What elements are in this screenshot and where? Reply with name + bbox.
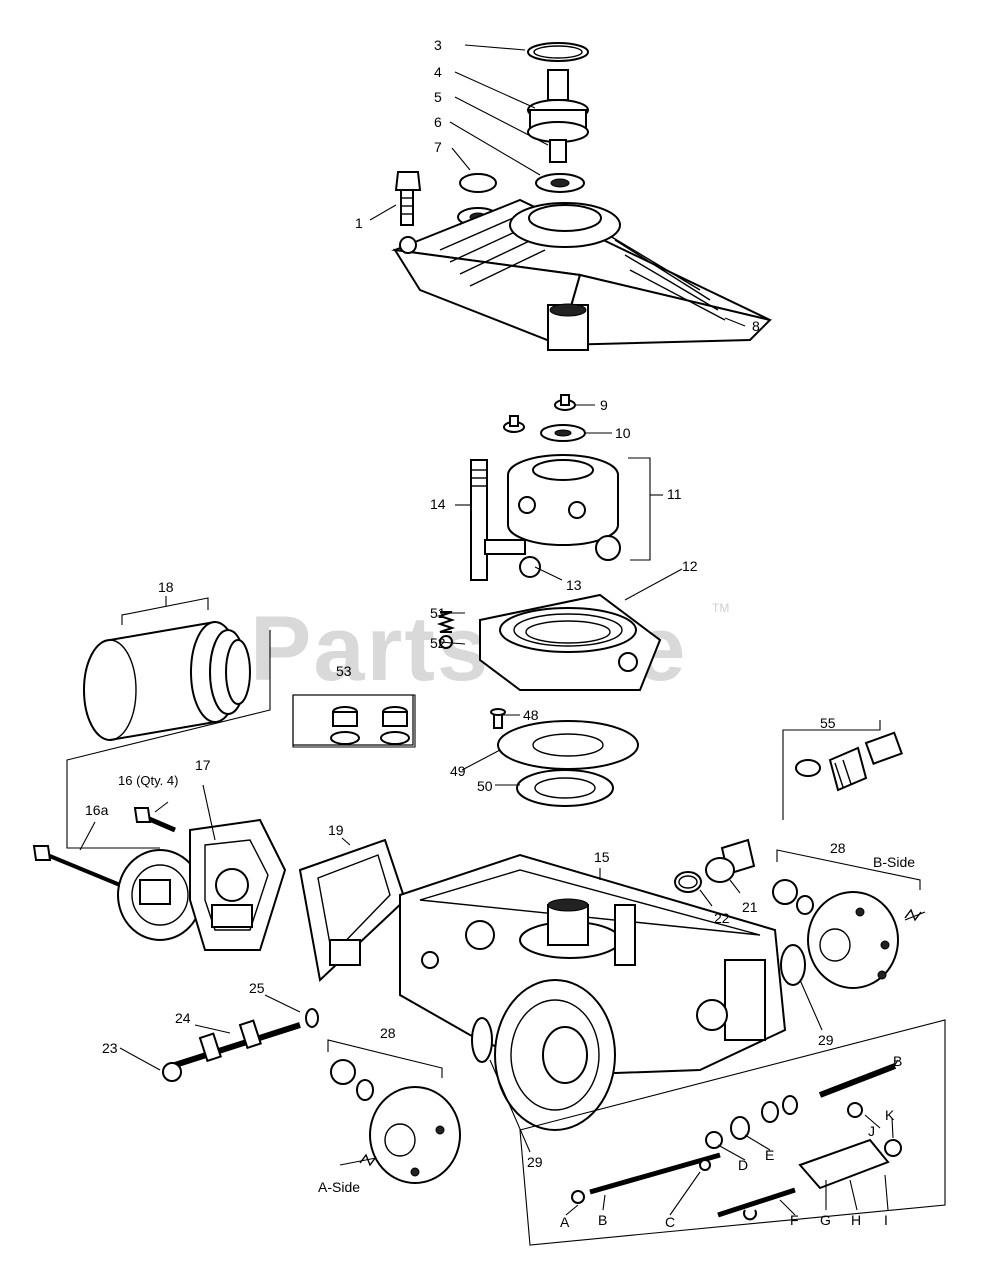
callout-55: 55 <box>820 715 836 731</box>
retaining-ring-part <box>527 42 589 62</box>
thrust-bearing-part <box>516 769 614 807</box>
callout-48: 48 <box>523 707 539 723</box>
watermark-tm: TM <box>712 601 729 615</box>
callout-52: 52 <box>430 635 446 651</box>
callout-K: K <box>885 1107 895 1123</box>
trunnion-arm-part <box>470 459 541 581</box>
check-valve-part <box>330 706 410 745</box>
screw-part <box>503 394 576 433</box>
oil-filter-part <box>83 621 251 741</box>
callout-23: 23 <box>102 1040 118 1056</box>
callout-25: 25 <box>249 980 265 996</box>
callout-53: 53 <box>336 663 352 679</box>
o-ring-part <box>674 871 702 893</box>
callout-22: 22 <box>714 910 730 926</box>
callout-7: 7 <box>434 139 442 155</box>
bolt-short-part <box>133 807 176 833</box>
callout-28-b: 28 <box>830 840 846 856</box>
callout-17: 17 <box>195 757 211 773</box>
callout-5: 5 <box>434 89 442 105</box>
callout-F: F <box>790 1212 799 1228</box>
bypass-rod-part <box>162 1008 319 1082</box>
callout-16: 16 (Qty. 4) <box>118 773 178 788</box>
callout-D: D <box>738 1157 748 1173</box>
leader-lines <box>79 44 926 1216</box>
callout-6: 6 <box>434 114 442 130</box>
charge-pump-housing-part <box>189 818 287 951</box>
hose-fitting-part <box>795 731 903 792</box>
callout-50: 50 <box>477 778 493 794</box>
callout-11: 11 <box>667 486 682 502</box>
callout-51: 51 <box>430 605 446 621</box>
bolt-part <box>394 171 422 226</box>
callout-3: 3 <box>434 37 442 53</box>
callout-12: 12 <box>682 558 698 574</box>
callout-1: 1 <box>355 215 363 231</box>
callout-28-a: 28 <box>380 1025 396 1041</box>
callout-19: 19 <box>328 822 344 838</box>
cylinder-block-part <box>507 454 621 561</box>
swashplate-housing-part <box>479 593 662 691</box>
callout-18: 18 <box>158 579 174 595</box>
break-mark-a <box>359 1153 377 1167</box>
center-cover-part <box>391 198 772 351</box>
callout-E: E <box>765 1147 774 1163</box>
washer-part <box>535 173 585 193</box>
callout-16a: 16a <box>85 802 109 818</box>
callout-G: G <box>820 1212 831 1228</box>
b-side-label: B-Side <box>873 854 915 870</box>
callout-C: C <box>665 1214 675 1230</box>
callout-14: 14 <box>430 496 446 512</box>
callout-10: 10 <box>615 425 631 441</box>
a-side-valve-part <box>330 1059 461 1184</box>
filter-screen-part <box>780 944 806 986</box>
break-mark-b <box>904 908 922 922</box>
callout-21: 21 <box>742 899 758 915</box>
callout-24: 24 <box>175 1010 191 1026</box>
a-side-label: A-Side <box>318 1179 360 1195</box>
gasket-part <box>298 838 407 982</box>
callout-15: 15 <box>594 849 610 865</box>
callout-29-a: 29 <box>527 1154 543 1170</box>
callout-H: H <box>851 1212 861 1228</box>
callout-8: 8 <box>752 318 760 334</box>
callout-49: 49 <box>450 763 466 779</box>
b-side-valve-part <box>772 879 899 989</box>
callout-I: I <box>884 1212 888 1228</box>
dump-valve-kit-part <box>571 1063 902 1221</box>
callout-29-b: 29 <box>818 1032 834 1048</box>
bolt-long-part <box>32 845 121 887</box>
input-shaft-part <box>527 69 589 163</box>
callout-9: 9 <box>600 397 608 413</box>
callout-4: 4 <box>434 64 442 80</box>
callout-B-upper: B <box>893 1053 902 1069</box>
thrust-plate-part <box>490 708 639 770</box>
filter-screen-part-a <box>471 1017 493 1063</box>
callout-A: A <box>560 1214 570 1230</box>
callout-B: B <box>598 1212 607 1228</box>
drain-plug-part <box>705 838 756 883</box>
callout-J: J <box>868 1123 875 1139</box>
plate-part <box>540 424 586 442</box>
callout-13: 13 <box>566 577 582 593</box>
main-housing-part <box>399 853 787 1131</box>
